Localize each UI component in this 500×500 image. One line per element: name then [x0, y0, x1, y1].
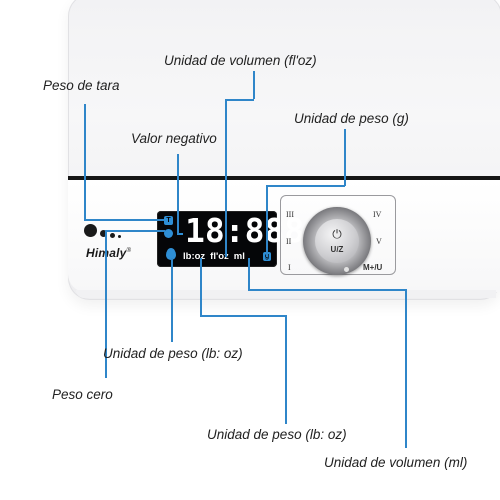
- leader-weight-lboz-2-v2: [285, 315, 287, 424]
- leader-weight-lboz-2-h: [200, 315, 286, 317]
- control-knob[interactable]: ⏻ U/Z: [303, 207, 371, 275]
- leader-weight-lboz-1: [171, 258, 173, 342]
- leader-weight-g-h: [266, 185, 345, 187]
- scale-top-band: [68, 176, 500, 180]
- negative-indicator: [177, 233, 183, 235]
- leader-weight-g: [344, 129, 346, 186]
- leader-weight-lboz-2-v1: [200, 258, 202, 316]
- water-drop-icon: [166, 248, 176, 260]
- tare-icon: T: [164, 216, 173, 225]
- leader-volume-ml-v1: [248, 258, 250, 290]
- label-tare: Peso de tara: [43, 78, 120, 93]
- position-iv: IV: [373, 210, 382, 219]
- leader-volume-floz-h: [225, 99, 254, 101]
- leader-tare: [84, 104, 86, 220]
- unit-lboz: lb:oz: [183, 251, 206, 262]
- position-ii: II: [286, 237, 292, 246]
- position-iii: III: [286, 210, 294, 219]
- leader-negative: [177, 154, 179, 234]
- leader-tare-h: [84, 219, 164, 221]
- leader-volume-ml-h: [248, 289, 406, 291]
- lcd-units: lb:oz fl'oz ml: [183, 251, 250, 262]
- knob-indicator: [344, 267, 349, 272]
- leader-zero-h: [105, 230, 165, 232]
- label-volume-floz: Unidad de volumen (fl'oz): [164, 53, 317, 68]
- label-weight-lboz-2: Unidad de peso (lb: oz): [207, 427, 347, 442]
- position-memory-unit: M+/U: [363, 263, 383, 272]
- scale-bottom-edge: [76, 290, 496, 298]
- knob-cap[interactable]: ⏻ U/Z: [315, 219, 359, 263]
- unit-floz: fl'oz: [210, 251, 229, 262]
- leader-zero: [105, 230, 107, 378]
- label-volume-ml: Unidad de volumen (ml): [324, 455, 468, 470]
- brand-name: Himaly®: [86, 246, 132, 260]
- leader-weight-g-v: [266, 185, 268, 257]
- zero-icon: [164, 229, 173, 238]
- position-i: I: [288, 263, 291, 272]
- lcd-digits: 18:888: [185, 211, 305, 250]
- power-icon: ⏻: [332, 227, 342, 241]
- unit-ml: ml: [233, 251, 245, 262]
- leader-volume-floz: [253, 71, 255, 99]
- label-weight-g: Unidad de peso (g): [294, 111, 409, 126]
- label-zero: Peso cero: [52, 387, 113, 402]
- knob-label: U/Z: [330, 245, 344, 254]
- label-weight-lboz-1: Unidad de peso (lb: oz): [103, 346, 243, 361]
- position-v: V: [376, 237, 382, 246]
- brand-logo-icon: [84, 224, 144, 246]
- leader-volume-ml-v2: [405, 289, 407, 448]
- leader-volume-floz-v: [225, 99, 227, 257]
- label-negative: Valor negativo: [131, 131, 217, 146]
